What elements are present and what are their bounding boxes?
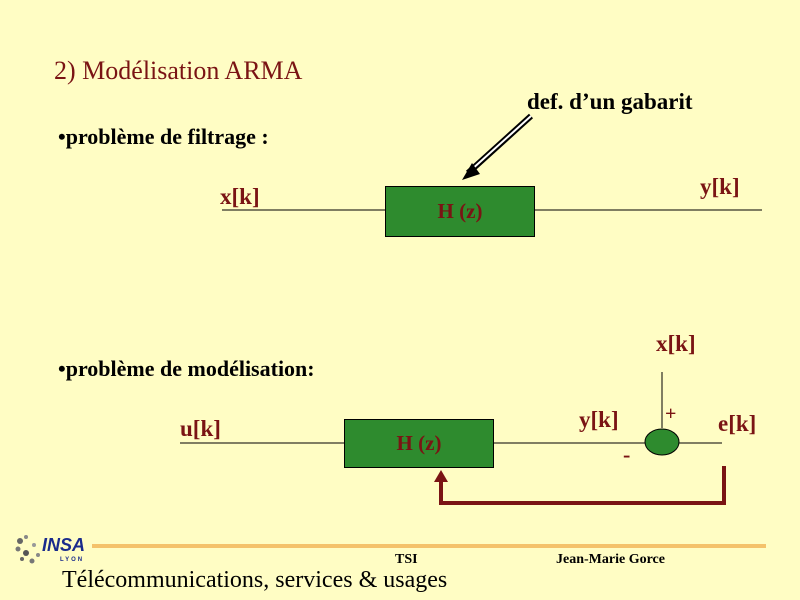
annotation-gabarit: def. d’un gabarit — [527, 89, 693, 114]
footer-author: Jean-Marie Gorce — [556, 552, 665, 567]
insa-logo: INSA LYON — [12, 527, 94, 569]
footer-tagline: Télécommunications, services & usages — [62, 567, 448, 593]
bullet-modeling: •problème de modélisation: — [58, 356, 315, 381]
feedback-path — [439, 466, 726, 505]
model-block: H (z) — [344, 419, 494, 468]
footer-center: TSI — [395, 552, 418, 567]
x-label-2: x[k] — [656, 331, 696, 356]
summer-circle — [644, 428, 680, 456]
filter-block-label: H (z) — [437, 199, 483, 223]
e-label-2: e[k] — [718, 411, 757, 436]
minus-sign: - — [623, 442, 631, 467]
input-label-u: u[k] — [180, 416, 221, 441]
logo-sub: LYON — [60, 557, 85, 563]
model-block-label: H (z) — [396, 431, 442, 455]
feedback-arrow-head — [434, 470, 448, 482]
y-label-2: y[k] — [579, 407, 619, 432]
output-label-y: y[k] — [700, 174, 740, 199]
bullet-filtering: •problème de filtrage : — [58, 124, 269, 149]
input-label-x: x[k] — [220, 184, 260, 209]
page-title: 2) Modélisation ARMA — [54, 56, 303, 85]
filter-block: H (z) — [385, 186, 535, 237]
logo-text: INSA — [42, 535, 86, 555]
annotation-arrow-head — [462, 163, 480, 180]
plus-sign: + — [665, 403, 677, 425]
